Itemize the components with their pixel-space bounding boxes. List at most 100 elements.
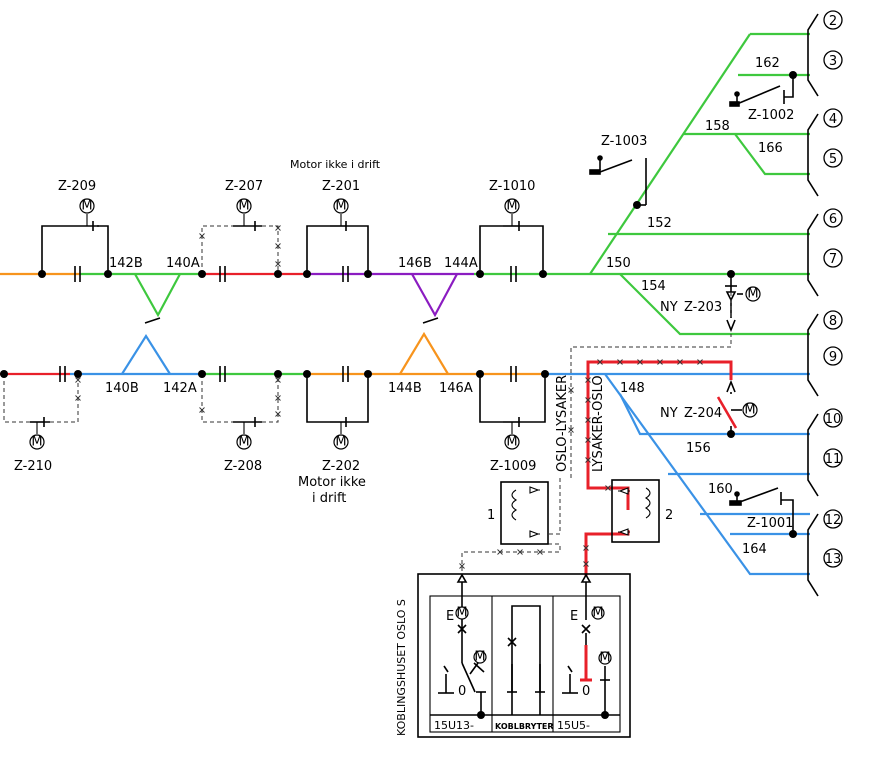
motor-letter: M <box>238 435 249 450</box>
junction-dot <box>476 270 484 278</box>
label-z209: Z-209 <box>58 179 96 194</box>
label-158: 158 <box>705 119 730 134</box>
bracket-2-3 <box>807 13 819 97</box>
cable-crossmark <box>617 359 623 365</box>
cell-15U13: 15U13- <box>434 719 474 732</box>
switch-contact-z1010 <box>518 221 525 231</box>
track-8 <box>619 273 810 336</box>
cable-crossmark <box>199 233 205 239</box>
cable-crossmark <box>275 377 281 383</box>
motor-icon: M <box>598 651 612 666</box>
label-150: 150 <box>606 256 631 271</box>
cable-crossmark <box>568 427 574 433</box>
switch-contact-z210 <box>43 417 50 427</box>
bracket-8 <box>807 313 819 352</box>
motor-letter: M <box>747 287 758 302</box>
motor-icon: M <box>79 198 95 214</box>
feeder-number-4: 4 <box>823 108 843 128</box>
feeder-15U5 <box>580 573 610 715</box>
motor-icon: M <box>591 606 605 621</box>
cable-crossmark <box>275 395 281 401</box>
label-e-left: E <box>446 609 454 624</box>
earth-switch-icon <box>589 155 647 206</box>
switch-contact-z209 <box>92 221 99 231</box>
track-13 <box>604 373 810 576</box>
cable-crossmark <box>199 407 205 413</box>
blue-fan <box>604 373 810 576</box>
z204-blade-red <box>716 396 738 429</box>
label-z204: Z-204 <box>684 406 722 421</box>
feeder-number-6: 6 <box>823 208 843 228</box>
junction-dot <box>198 370 206 378</box>
circuit-breaker-icon <box>581 624 591 634</box>
track-to-2 <box>589 33 751 275</box>
feeder-number-text: 6 <box>829 212 837 227</box>
cable-crossmark <box>657 359 663 365</box>
label-zero-right: 0 <box>582 684 590 699</box>
feeder-number-text: 10 <box>825 412 842 427</box>
frame-z202 <box>306 374 330 423</box>
label-144B: 144B <box>388 381 422 396</box>
frame-z1009 <box>479 374 503 423</box>
cable-crossmark <box>275 225 281 231</box>
feeder-number-8: 8 <box>823 310 843 330</box>
motor-icon: M <box>504 198 520 214</box>
note-motor-ikke-i-drift-z201: Motor ikke i drift <box>290 158 381 171</box>
label-166: 166 <box>758 141 783 156</box>
junction-dot <box>364 370 372 378</box>
z204-switch <box>726 379 742 434</box>
crossover-tick-upper-1 <box>144 317 161 324</box>
junction-dot <box>38 270 46 278</box>
feeder-number-text: 13 <box>825 552 842 567</box>
red-cable-crossmarks <box>75 225 703 569</box>
cable-crossmark <box>275 411 281 417</box>
label-152: 152 <box>647 216 672 231</box>
cable-crossmark <box>537 549 543 555</box>
feeder-number-text: 3 <box>829 54 837 69</box>
label-z207: Z-207 <box>225 179 263 194</box>
lower-busbar <box>0 331 810 376</box>
insulator-icon <box>59 366 66 382</box>
z207-dashed-frame <box>201 225 279 274</box>
feeder-number-text: 7 <box>829 252 837 267</box>
motor-letter: M <box>506 199 517 214</box>
lower-dashed-frames <box>3 374 279 423</box>
bracket-12-13 <box>807 513 819 597</box>
crossover-142B-140A <box>134 273 181 318</box>
motor-icon: M <box>504 434 520 450</box>
label-z201: Z-201 <box>322 179 360 194</box>
insulator-icon <box>510 366 517 382</box>
label-e-right: E <box>570 609 578 624</box>
motor-letter: M <box>335 199 346 214</box>
label-ny-z204: NY <box>660 406 678 421</box>
switch-blades <box>30 221 525 427</box>
koblingshuset-inner <box>429 595 621 733</box>
label-142B: 142B <box>109 256 143 271</box>
koblingshuset-title: KOBLINGSHUSET OSLO S <box>395 599 408 736</box>
koblingshuset-box: 15U13- KOBLBRYTER 15U5- KOBLINGSHUSET OS… <box>395 573 631 738</box>
junction-dot <box>476 370 484 378</box>
label-zero-left: 0 <box>458 684 466 699</box>
cable-crossmark <box>637 359 643 365</box>
label-164: 164 <box>742 542 767 557</box>
motor-icon: M <box>473 650 487 665</box>
cable-crossmark <box>605 485 611 491</box>
label-z1001: Z-1001 <box>747 516 793 531</box>
junction-dot <box>539 270 547 278</box>
track-10 <box>619 393 810 436</box>
bracket-4-5 <box>807 113 819 197</box>
red-cable-lower <box>584 530 630 580</box>
label-z1003: Z-1003 <box>601 134 647 149</box>
cable-crossmark <box>585 437 591 443</box>
label-148: 148 <box>620 381 645 396</box>
frame-z1010 <box>479 225 503 274</box>
bracket-10-11 <box>807 413 819 497</box>
junction-dot <box>0 370 8 378</box>
z1003-group: Z-1003 <box>589 134 647 206</box>
motor-letter: M <box>335 435 346 450</box>
transformer-2: 2 <box>611 479 673 543</box>
label-z1009: Z-1009 <box>490 459 536 474</box>
transformer-2-label: 2 <box>665 508 673 523</box>
transformer-coil-icon <box>511 486 540 538</box>
